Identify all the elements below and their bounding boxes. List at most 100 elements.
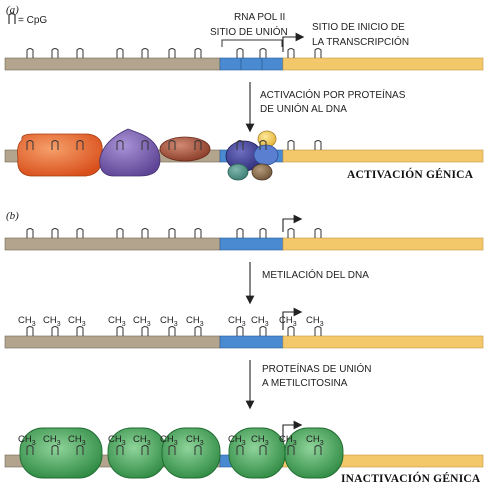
tss-arrow-b1	[282, 214, 303, 232]
cpg-site-icon	[51, 140, 59, 150]
cpg-site-icon	[287, 445, 295, 455]
cpg-site-icon	[236, 445, 244, 455]
methyl-group-label: CH3	[68, 315, 86, 328]
cpg-site-icon	[236, 228, 244, 238]
cpg-site-icon	[194, 48, 202, 58]
methyl-group-label: CH3	[18, 315, 36, 328]
cpg-site-icon	[259, 48, 267, 58]
methyl-group-label: CH3	[108, 315, 126, 328]
cpg-site-icon	[51, 228, 59, 238]
cpg-site-icon	[236, 140, 244, 150]
mbd-step-label-line2: A METILCITOSINA	[262, 378, 348, 389]
tss-arrow-b2	[282, 307, 303, 330]
cpg-site-icon	[141, 228, 149, 238]
rna-pol-bracket	[221, 39, 283, 47]
tss-label-line2: LA TRANSCRIPCIÓN	[312, 35, 409, 48]
cpg-site-icon	[314, 326, 322, 336]
methyl-group-label: CH3	[160, 315, 178, 328]
cpg-site-icon	[116, 228, 124, 238]
dna-strand-b1	[4, 237, 484, 251]
cpg-site-icon	[116, 48, 124, 58]
cpg-site-icon	[287, 48, 295, 58]
methyl-group-label: CH3	[133, 315, 151, 328]
purple-protein	[99, 128, 161, 177]
methyl-group-label: CH3	[18, 434, 36, 447]
cpg-site-icon	[26, 140, 34, 150]
cpg-site-icon	[168, 326, 176, 336]
teal-protein	[227, 163, 249, 181]
panel-a-letter: (a)	[6, 4, 19, 16]
tss-arrow	[282, 32, 305, 52]
methyl-group-label: CH3	[43, 434, 61, 447]
gene-inactivation-label: INACTIVACIÓN GÉNICA	[341, 471, 481, 485]
tss-label-line1: SITIO DE INICIO DE	[312, 22, 405, 33]
cpg-site-icon	[76, 228, 84, 238]
methyl-binding-proteins	[19, 427, 344, 479]
orange-protein	[17, 133, 103, 177]
cpg-legend-label: = CpG	[18, 15, 47, 26]
cpg-site-icon	[287, 140, 295, 150]
cpg-symbol-icon	[8, 12, 16, 24]
cpg-site-icon	[168, 48, 176, 58]
cpg-site-icon	[236, 326, 244, 336]
cpg-site-icon	[76, 48, 84, 58]
methyl-group-label: CH3	[306, 315, 324, 328]
cpg-site-icon	[141, 48, 149, 58]
cpg-site-icon	[314, 140, 322, 150]
methyl-group-label: CH3	[228, 315, 246, 328]
cpg-site-icon	[141, 140, 149, 150]
methyl-group-label: CH3	[43, 315, 61, 328]
cpg-site-icon	[194, 140, 202, 150]
brown-protein	[159, 136, 211, 162]
methyl-group-label: CH3	[186, 315, 204, 328]
methylation-step-label: METILACIÓN DEL DNA	[262, 268, 369, 281]
green-protein	[19, 427, 103, 479]
methyl-group-label: CH3	[160, 434, 178, 447]
cpg-site-icon	[236, 48, 244, 58]
cpg-site-icon	[116, 445, 124, 455]
cpg-site-icon	[168, 228, 176, 238]
cpg-site-icon	[314, 228, 322, 238]
cpg-site-icon	[314, 445, 322, 455]
cpg-site-icon	[194, 445, 202, 455]
cpg-site-icon	[314, 48, 322, 58]
cpg-site-icon	[26, 48, 34, 58]
mbd-step-label-line1: PROTEÍNAS DE UNIÓN	[262, 362, 371, 375]
cpg-site-icon	[26, 326, 34, 336]
cpg-site-icon	[287, 326, 295, 336]
tan-protein	[251, 163, 273, 181]
cpg-site-icon	[287, 228, 295, 238]
dna-strand-a1	[4, 57, 484, 71]
cpg-site-icon	[259, 445, 267, 455]
dna-strand-b2	[4, 335, 484, 349]
cpg-site-icon	[259, 228, 267, 238]
cpg-site-icon	[168, 140, 176, 150]
step-a-label-line1: ACTIVACIÓN POR PROTEÍNAS	[260, 88, 406, 101]
cpg-site-icon	[76, 140, 84, 150]
activator-proteins	[17, 128, 279, 181]
cpg-site-icon	[26, 228, 34, 238]
rna-pol-label-line1: RNA POL II	[234, 12, 285, 23]
gene-activation-label: ACTIVACIÓN GÉNICA	[347, 167, 474, 181]
cpg-site-icon	[141, 326, 149, 336]
cpg-site-icon	[141, 445, 149, 455]
cpg-site-icon	[194, 326, 202, 336]
methyl-group-label: CH3	[251, 434, 269, 447]
green-protein	[284, 427, 344, 479]
methyl-group-label: CH3	[228, 434, 246, 447]
cpg-site-icon	[116, 326, 124, 336]
cpg-site-icon	[194, 228, 202, 238]
cpg-site-icon	[76, 445, 84, 455]
methyl-group-label: CH3	[133, 434, 151, 447]
cpg-site-icon	[259, 326, 267, 336]
methyl-group-label: CH3	[279, 434, 297, 447]
methyl-group-label: CH3	[186, 434, 204, 447]
green-protein	[161, 427, 221, 479]
cpg-site-icon	[51, 48, 59, 58]
methyl-group-label: CH3	[279, 315, 297, 328]
cpg-site-icon	[51, 326, 59, 336]
cpg-site-icon	[76, 326, 84, 336]
cpg-legend: = CpG	[8, 12, 47, 26]
methyl-group-label: CH3	[306, 434, 324, 447]
rna-pol-label-line2: SITIO DE UNIÓN	[210, 25, 288, 38]
